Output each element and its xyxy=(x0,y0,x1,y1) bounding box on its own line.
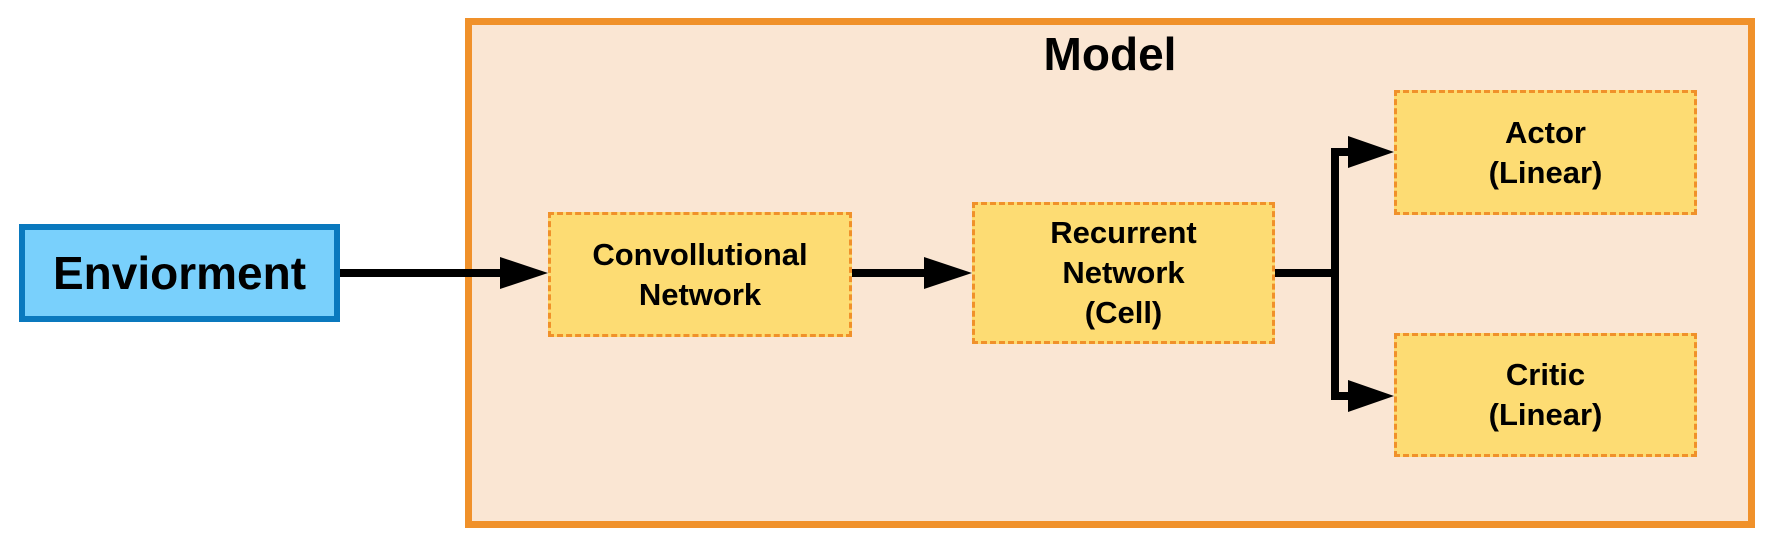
critic-label-line2: (Linear) xyxy=(1488,397,1603,432)
convolutional-network-box: Convollutional Network xyxy=(548,212,852,337)
critic-box: Critic (Linear) xyxy=(1394,333,1697,457)
actor-box: Actor (Linear) xyxy=(1394,90,1697,215)
model-title: Model xyxy=(1043,28,1177,80)
critic-label-line1: Critic xyxy=(1505,357,1586,392)
to-critic-arrowhead xyxy=(1348,380,1394,412)
split-bracket xyxy=(1331,148,1352,400)
actor-label-line1: Actor xyxy=(1505,114,1586,150)
rnn-label-line3: (Cell) xyxy=(1084,295,1163,330)
rnn-label-line2: Network xyxy=(1062,255,1185,290)
environment-box: Enviorment xyxy=(19,224,340,322)
environment-label: Enviorment xyxy=(52,247,307,299)
conv-label-line1: Convollutional xyxy=(592,236,808,272)
to-actor-arrowhead xyxy=(1348,136,1394,168)
actor-label-line2: (Linear) xyxy=(1488,154,1603,190)
conv-label-line2: Network xyxy=(638,276,762,312)
recurrent-network-box: Recurrent Network (Cell) xyxy=(972,202,1275,344)
rnn-label-line1: Recurrent xyxy=(1050,215,1197,250)
env-to-conv-arrowhead xyxy=(500,257,548,289)
conv-to-rnn-arrowhead xyxy=(924,257,972,289)
